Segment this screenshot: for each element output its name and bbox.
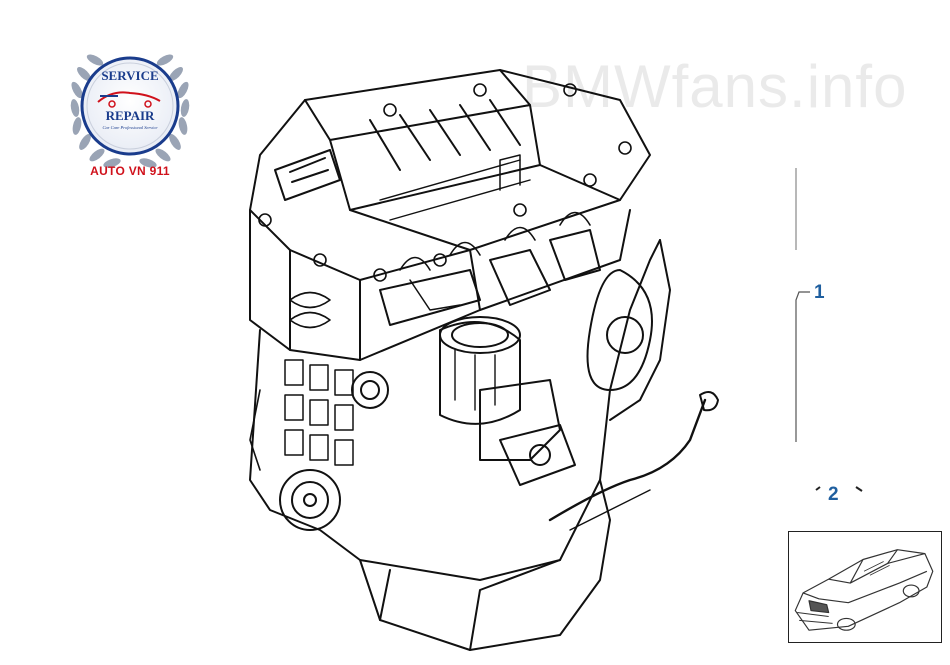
service-repair-logo: SERVICE REPAIR Car Care Professional Ser… xyxy=(60,38,200,183)
engine-assembly-icon xyxy=(249,69,719,651)
callout-bracket xyxy=(795,168,810,442)
vehicle-thumbnail xyxy=(788,531,942,643)
engine-assembly-drawing xyxy=(230,60,790,660)
callout-number-2: 2 xyxy=(828,484,839,505)
logo-tagline: Car Care Professional Service xyxy=(102,125,157,130)
logo-caption: AUTO VN 911 xyxy=(90,164,170,178)
callout-number-1: 1 xyxy=(814,282,825,303)
logo-line1: SERVICE xyxy=(101,68,158,83)
logo-line2: REPAIR xyxy=(106,108,155,123)
car-outline-icon xyxy=(794,549,934,631)
watermark: BMWfans.info xyxy=(522,53,908,120)
callout-marks xyxy=(815,486,863,492)
laurel-wreath-icon: SERVICE REPAIR Car Care Professional Ser… xyxy=(70,52,191,170)
